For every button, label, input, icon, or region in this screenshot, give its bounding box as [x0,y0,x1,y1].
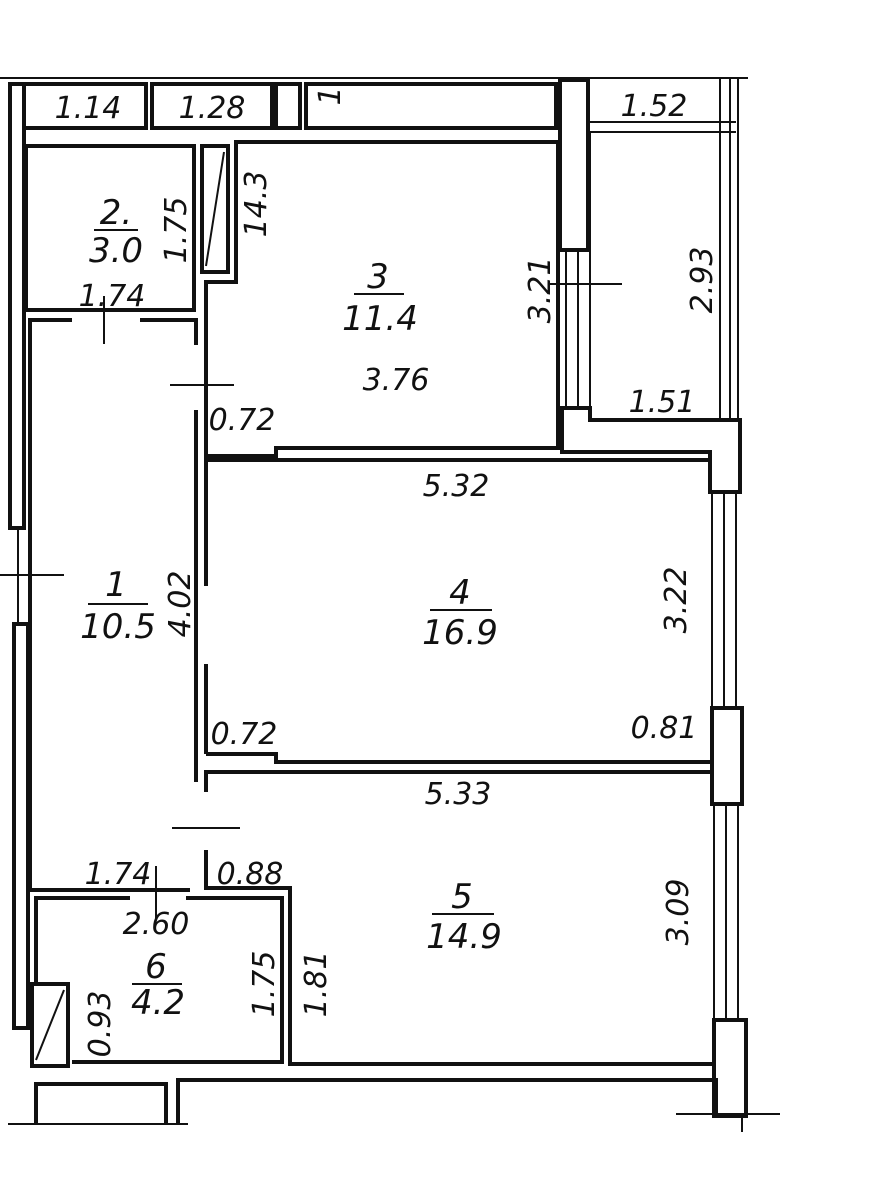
column-upper [558,78,590,252]
room-4-area: 16.9 [422,613,498,653]
room-6-closet-diagonal [35,989,65,1061]
dim-room4-door-left: 0.72 [211,717,278,752]
room-3-closet-diagonal [205,151,225,267]
wall-block-upper [560,406,742,494]
dim-hall-door: 0.88 [217,857,284,892]
dim-room4-top: 5.32 [423,469,490,504]
dim-room6-height: 1.75 [247,951,282,1018]
top-strip-box-3 [274,82,302,130]
room-2-walls [24,144,196,312]
dim-room4-door-right: 0.81 [631,711,698,746]
dim-room6-closet: 0.93 [83,991,118,1058]
dim-room5-left: 1.81 [299,951,334,1018]
room-2-area: 3.0 [89,231,143,271]
dim-strip-1-28: 1.28 [179,91,246,126]
room-2-number: 2. [100,193,132,233]
dim-room3-width: 3.76 [363,363,430,398]
room-3-area: 11.4 [342,299,418,339]
dim-balcony-1-52: 1.52 [621,89,688,124]
room-5-area: 14.9 [426,917,502,957]
dim-room3-door: 0.72 [209,403,276,438]
top-strip-box-2 [150,82,274,130]
room-1-number: 1 [105,565,127,605]
dim-room5-top: 5.33 [425,777,492,812]
room-6-number: 6 [145,947,167,987]
room-4-bottom [206,752,710,764]
dim-strip-1: 1 [313,86,348,105]
room-3-number: 3 [367,257,389,297]
dim-balcony-width: 1.51 [629,385,696,420]
room-1-area: 10.5 [80,607,156,647]
wall-block-lower [712,1018,748,1118]
dim-room4-right: 3.22 [659,567,694,634]
dim-room3-side: 3.21 [523,257,558,324]
left-wall-lower [12,622,30,1030]
room-1-walls [28,318,190,892]
dim-strip-1-14: 1.14 [55,91,122,126]
bottom-wall-left [34,1082,168,1124]
dim-room6-width: 2.60 [123,907,190,942]
room-6-area: 4.2 [131,983,185,1023]
room-5-number: 5 [451,877,473,917]
dim-room3-closet: 14.3 [239,171,274,238]
bottom-wall-right [176,1078,718,1124]
room-5-left [204,850,712,1066]
wall-block-middle [710,706,744,806]
room-4-walls [204,458,710,586]
room-6-walls-right [72,896,284,1064]
room-5-walls [204,770,710,792]
dim-hall-width: 1.74 [85,857,152,892]
room-1-top-right [140,318,198,345]
dim-room2-height: 1.75 [159,197,194,264]
dim-room5-right: 3.09 [661,879,696,946]
left-wall-upper [8,82,26,530]
dim-room1-side: 4.02 [163,571,198,638]
room-3-walls [204,140,560,458]
room-6-walls [34,896,130,982]
dim-balcony-height: 2.93 [685,247,720,314]
top-strip-box-4 [304,82,558,130]
room-4-number: 4 [449,573,471,613]
dim-room2-width: 1.74 [79,279,146,314]
